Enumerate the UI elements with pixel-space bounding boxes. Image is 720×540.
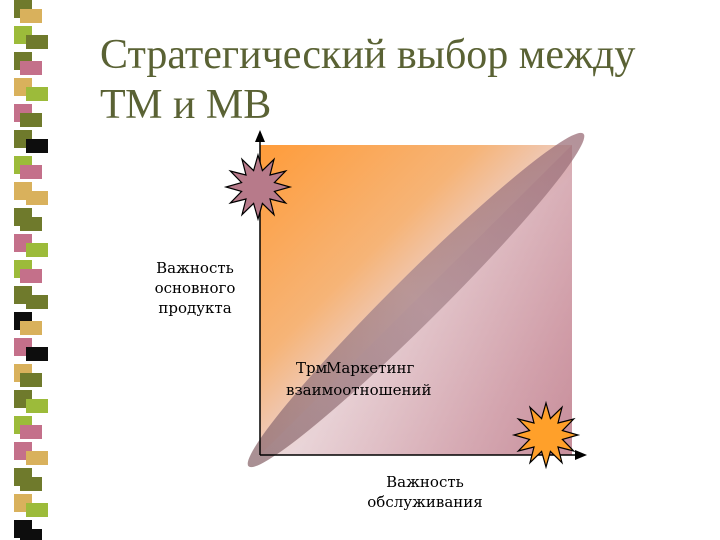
center-label-c: взаимоотношений bbox=[286, 381, 432, 399]
center-label-b: Маркетинг bbox=[326, 359, 415, 377]
decorative-strip bbox=[14, 0, 48, 540]
strip-square bbox=[26, 295, 48, 309]
strip-square bbox=[20, 373, 42, 387]
slide-title-line-2: ТМ и МВ bbox=[100, 82, 272, 128]
x-axis bbox=[260, 450, 587, 460]
y-axis-label-line-1: Важность bbox=[156, 259, 234, 277]
strip-square bbox=[20, 9, 42, 23]
strip-square bbox=[20, 113, 42, 127]
x-axis-label-line-1: Важность bbox=[386, 473, 464, 491]
strip-square bbox=[26, 87, 48, 101]
strip-square bbox=[20, 217, 42, 231]
x-axis-label-line-2: обслуживания bbox=[367, 493, 483, 511]
strip-square bbox=[26, 451, 48, 465]
strip-square bbox=[26, 243, 48, 257]
strip-square bbox=[26, 503, 48, 517]
slide-title: Стратегический выбор между ТМ и МВ bbox=[100, 30, 700, 130]
strip-square bbox=[26, 347, 48, 361]
x-axis-label: Важность обслуживания bbox=[360, 472, 490, 512]
strip-square bbox=[20, 529, 42, 540]
strip-square bbox=[20, 321, 42, 335]
strip-square bbox=[20, 165, 42, 179]
strip-square bbox=[20, 269, 42, 283]
strip-square bbox=[26, 399, 48, 413]
center-label-a: Трм bbox=[296, 359, 328, 377]
strip-square bbox=[20, 425, 42, 439]
strip-square bbox=[20, 477, 42, 491]
slide-title-line-1: Стратегический выбор между bbox=[100, 32, 636, 78]
strip-square bbox=[20, 61, 42, 75]
strip-square bbox=[26, 191, 48, 205]
y-axis-label: Важность основного продукта bbox=[140, 258, 250, 318]
orange-star-icon bbox=[511, 400, 581, 470]
strip-square bbox=[26, 35, 48, 49]
strategy-ellipse bbox=[247, 132, 585, 468]
y-axis-label-line-2: основного bbox=[154, 279, 236, 297]
y-axis-label-line-3: продукта bbox=[158, 299, 232, 317]
strip-square bbox=[26, 139, 48, 153]
pink-star-icon bbox=[223, 152, 293, 222]
